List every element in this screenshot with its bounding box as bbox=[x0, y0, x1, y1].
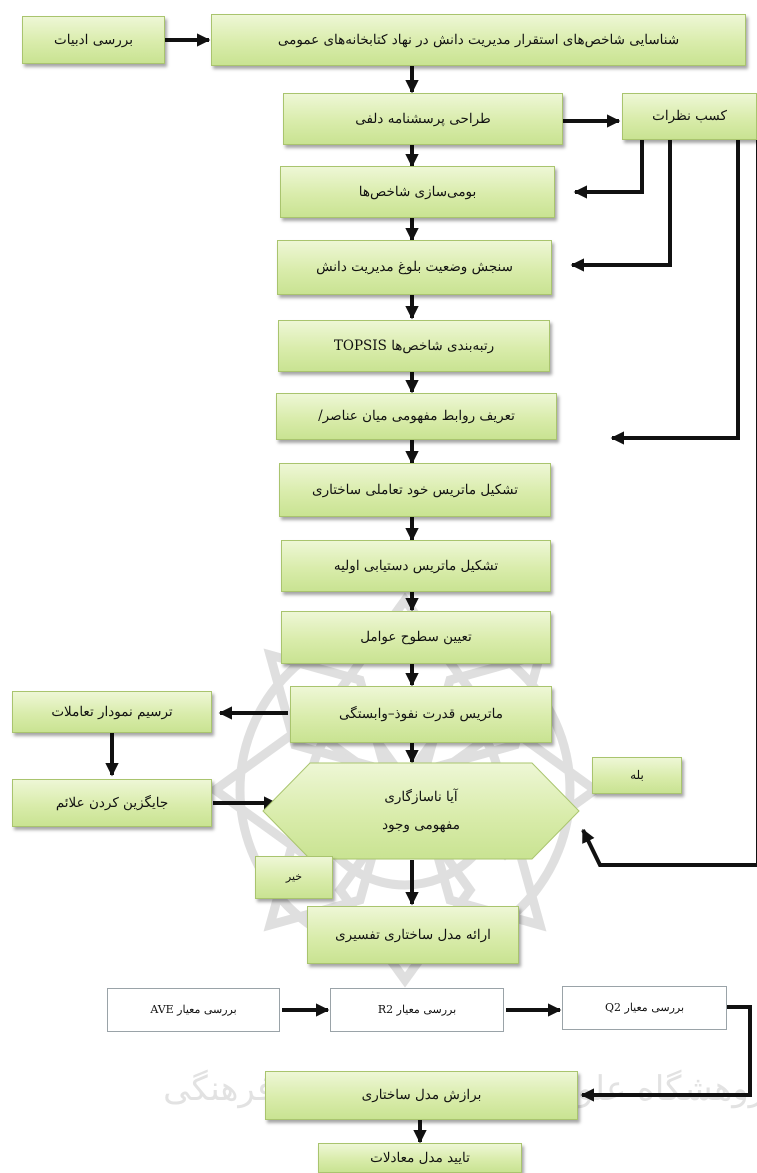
box-localize-indicators: بومی‌سازی شاخص‌ها bbox=[280, 166, 555, 218]
box-ism-model: ارائه مدل ساختاری تفسیری bbox=[307, 906, 519, 964]
decision-hexagon bbox=[262, 762, 580, 860]
box-confirm-model: تایید مدل معادلات bbox=[318, 1143, 522, 1173]
box-structural-fit: برازش مدل ساختاری bbox=[265, 1071, 578, 1120]
box-topsis-ranking: رتبه‌بندی شاخص‌ها TOPSIS bbox=[278, 320, 550, 372]
box-ssim-matrix: تشکیل ماتریس خود تعاملی ساختاری bbox=[279, 463, 551, 517]
label-yes: بله bbox=[592, 757, 682, 794]
box-initial-reachability: تشکیل ماتریس دستیابی اولیه bbox=[281, 540, 551, 592]
box-draw-interactions: ترسیم نمودار تعاملات bbox=[12, 691, 212, 733]
decision-text-line2: مفهومی وجود bbox=[382, 817, 460, 833]
decision-conceptual-inconsistency: آیا ناسازگاری مفهومی وجود bbox=[262, 762, 580, 860]
box-factor-levels: تعیین سطوح عوامل bbox=[281, 611, 551, 664]
decision-text-line1: آیا ناسازگاری bbox=[384, 788, 458, 805]
box-delphi-questionnaire: طراحی پرسشنامه دلفی bbox=[283, 93, 563, 145]
box-power-dependence: ماتریس قدرت نفوذ–وابستگی bbox=[290, 686, 552, 743]
box-replace-symbols: جایگزین کردن علائم bbox=[12, 779, 212, 827]
box-q2-criterion: بررسی معیار Q2 bbox=[562, 986, 727, 1030]
box-ave-criterion: بررسی معیار AVE bbox=[107, 988, 280, 1032]
box-maturity-assessment: سنجش وضعیت بلوغ مدیریت دانش bbox=[277, 240, 552, 295]
label-no: خیر bbox=[255, 856, 333, 899]
box-literature-review: بررسی ادبیات bbox=[22, 16, 165, 64]
box-gather-opinions: کسب نظرات bbox=[622, 93, 757, 140]
box-define-relations: تعریف روابط مفهومی میان عناصر/ bbox=[276, 393, 557, 440]
box-identify-indicators: شناسایی شاخص‌های استقرار مدیریت دانش در … bbox=[211, 14, 746, 66]
box-r2-criterion: بررسی معیار R2 bbox=[330, 988, 504, 1032]
